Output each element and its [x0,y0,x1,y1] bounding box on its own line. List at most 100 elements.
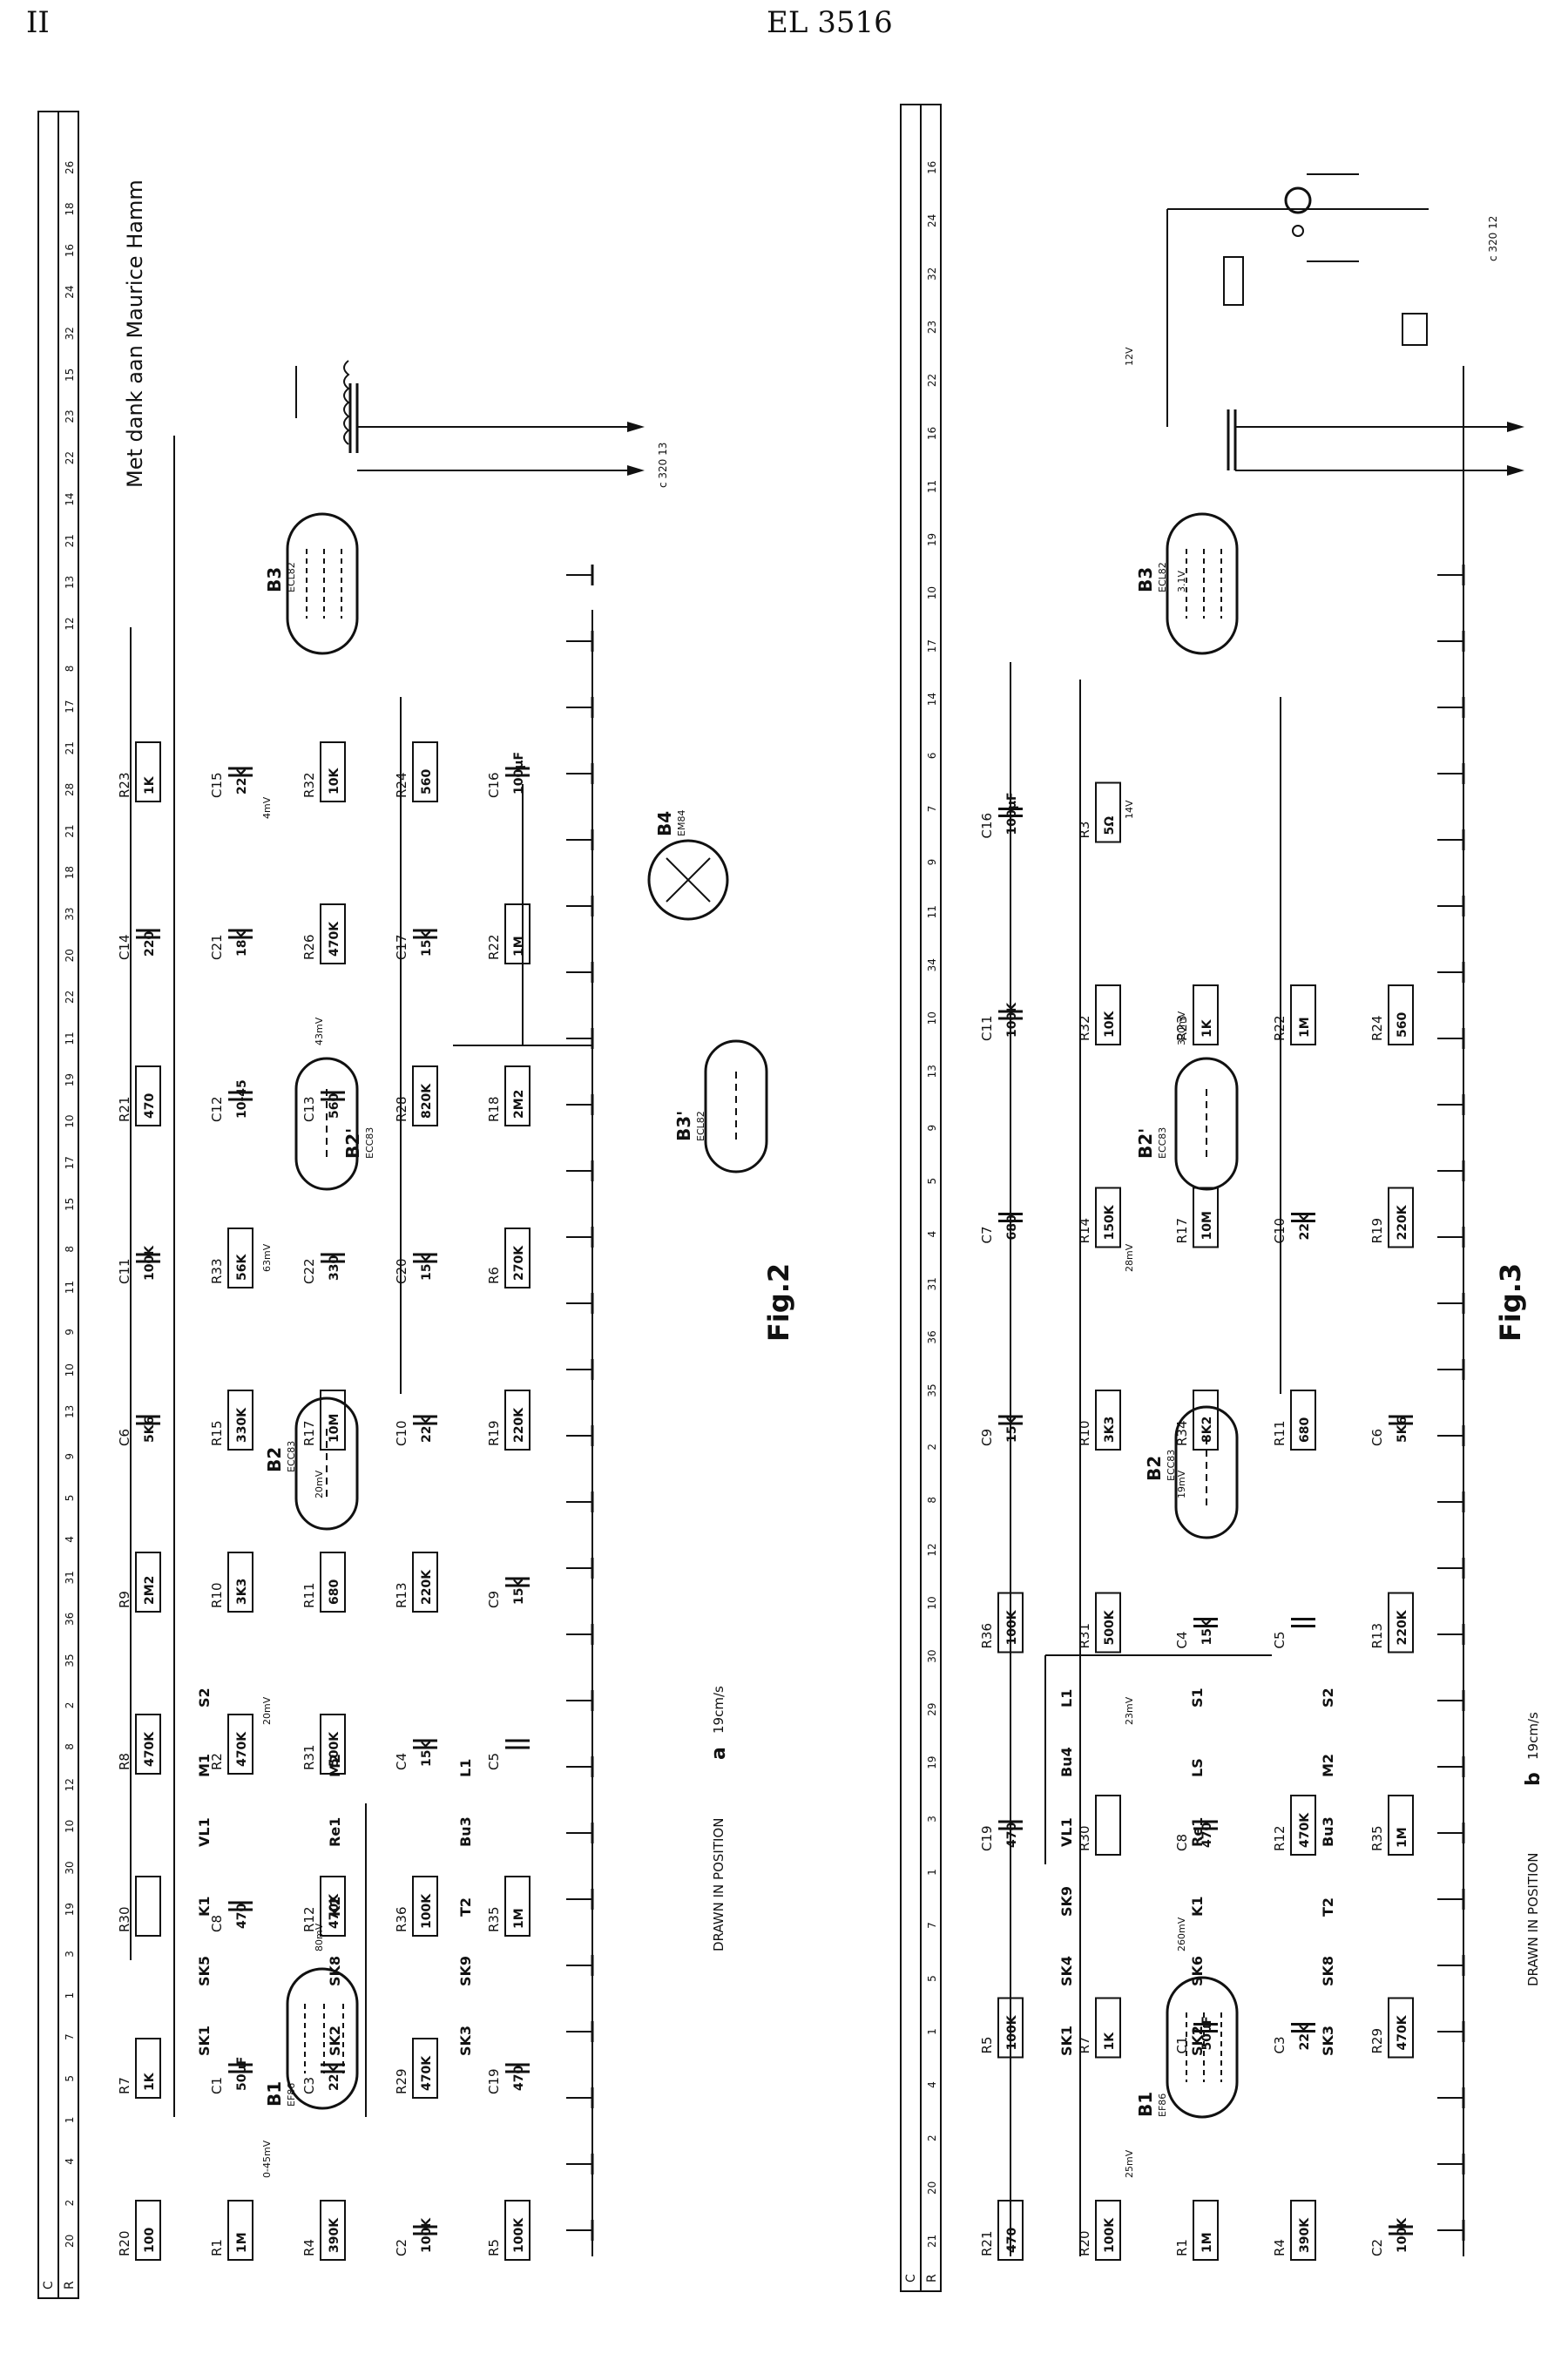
fig2-component-value: 1M [512,1908,526,1929]
fig2-component-value: 100K [420,2217,434,2253]
fig2-component-ref: R30 [117,1906,132,1932]
fig2-switch-label: M1 [196,1754,213,1777]
fig3-ruler-number: 1 [926,1869,938,1876]
fig2-ruler-number: 13 [64,1405,76,1418]
fig2-resistor-body [227,1552,253,1613]
fig3-transformer-t2 [1166,208,1524,476]
fig3-component-ref: R10 [1077,1420,1092,1446]
fig2-switch-label: K2 [327,1896,343,1917]
fig3-component-ref: R31 [1077,1623,1092,1649]
fig2-component-value: 1K [143,775,157,795]
fig3-component-value: 470 [1200,1823,1214,1848]
fig3-b2p-ref: B2' [1135,1128,1156,1159]
fig2-figure-label: Fig.2 [762,1263,795,1342]
fig2-resistor-body [227,2200,253,2261]
fig2-component-value: 220K [512,1407,526,1443]
fig3-resistor-body [1290,1795,1316,1856]
fig3-component-ref: R32 [1077,1015,1092,1041]
fig3-component-ref: R35 [1369,1825,1385,1851]
fig3-resistor-body [1388,1795,1414,1856]
fig2-ruler-number: 4 [64,2158,76,2165]
fig3-component-ref: R11 [1272,1420,1288,1446]
fig3-component-ref: R17 [1174,1218,1190,1244]
fig3-ruler-number: 4 [926,2081,938,2088]
fig3-component-ref: C16 [979,813,995,839]
fig2-ruler-number: 10 [64,1115,76,1128]
fig2-component-value: 100 [143,2228,157,2253]
fig3-component-ref: C6 [1369,1429,1385,1446]
fig3-component-value: 680 [1005,1214,1019,1240]
fig3-ruler-label-r: R [925,2274,939,2283]
fig2-ruler-number: 35 [64,1654,76,1667]
fig2-resistor-body [504,1390,531,1451]
fig3-resistor-body [1193,1187,1219,1248]
fig3-component-value: 470 [1005,1823,1019,1848]
fig3-ruler-number: 17 [926,639,938,653]
fig3-tube-b2-prime: B2' ECC83 [1135,1057,1239,1191]
fig2-supply-rail [173,436,593,2256]
fig2-resistor-body [135,2200,161,2261]
fig2-ruler-number: 30 [64,1861,76,1874]
fig2-component-value: 470 [143,1093,157,1119]
fig3-signal-level: 28mV [1124,1243,1135,1272]
fig2-ruler-number: 8 [64,1246,76,1253]
fig3-speed: 19cm/s [1525,1712,1541,1760]
fig2-component-value: 3K3 [235,1579,249,1605]
fig2-resistor-body [504,1065,531,1126]
fig2-component-ref: R4 [301,2239,317,2256]
fig3-component-ref: C4 [1174,1631,1190,1648]
fig2-component-ref: R28 [394,1096,409,1122]
fig2-component-value: 100K [143,1245,157,1281]
fig2-resistor-body [320,1552,346,1613]
fig2-component-ref: R6 [486,1267,502,1284]
fig2-component-value: 22K [328,2064,341,2091]
fig2-signal-level: 20mV [261,1696,273,1725]
fig2-resistor-body [320,1390,346,1451]
fig3-resistor-body [997,1592,1024,1654]
fig3-switch-label: L1 [1058,1689,1075,1708]
fig2-b2-type: ECC83 [286,1441,297,1472]
fig3-resistor-body [997,1997,1024,2059]
fig3-ruler-number: 12 [926,1543,938,1556]
fig3-panel: C R 212024157131929301012823536314591310… [900,104,1544,2292]
fig3-component-value: 100μF [1005,792,1019,835]
fig2-ruler-number: 23 [64,409,76,423]
fig3-component-ref: R13 [1369,1623,1385,1649]
fig3-resistor-body [1290,1390,1316,1451]
fig2-component-value: 18K [235,930,249,957]
fig3-component-value: 390K [1298,2217,1312,2253]
fig3-component-ref: R22 [1272,1015,1288,1041]
fig2-signal-level: 80mV [314,1923,325,1951]
fig3-component-value: 10M [1200,1211,1214,1240]
fig2-tube-b2: B2 ECC83 [264,1397,359,1531]
fig2-switch-label: VL1 [196,1817,213,1847]
fig2-component-ref: C9 [486,1591,502,1608]
fig3-supply-rail [1079,366,1464,2256]
fig2-resistor-body [504,1876,531,1937]
fig2-wiring [130,610,593,2117]
fig2-switch-label: SK1 [196,2026,213,2056]
fig2-component-ref: R10 [209,1582,225,1608]
fig3-component-ref: C11 [979,1015,995,1041]
fig3-ruler-number: 6 [926,753,938,760]
fig3-component-ref: C7 [979,1226,995,1243]
fig2-ruler-number: 1 [64,2117,76,2124]
fig2-ruler-number: 11 [64,1281,76,1294]
fig3-component-ref: R12 [1272,1825,1288,1851]
fig3-resistor-body [1095,1592,1121,1654]
fig3-component-ref: R30 [1077,1825,1092,1851]
fig2-resistor-body [504,903,531,964]
fig3-component-value: 1M [1298,1017,1312,1038]
fig2-component-ref: R36 [394,1906,409,1932]
fig3-ruler-number: 21 [926,2235,938,2248]
fig2-ruler-number: 26 [64,161,76,174]
fig2-ruler-number: 3 [64,1951,76,1958]
fig2-ruler-number: 20 [64,949,76,962]
fig2-component-value: 270K [512,1245,526,1281]
fig2-position-note: DRAWN IN POSITION [711,1818,727,1951]
fig2-ruler-number: 12 [64,1778,76,1791]
fig3-tube-b2: B2 ECC83 [1144,1405,1239,1539]
fig2-resistor-body [320,1876,346,1937]
fig2-ruler-number: 9 [64,1453,76,1460]
fig2-switch-label: Bu3 [457,1816,474,1847]
